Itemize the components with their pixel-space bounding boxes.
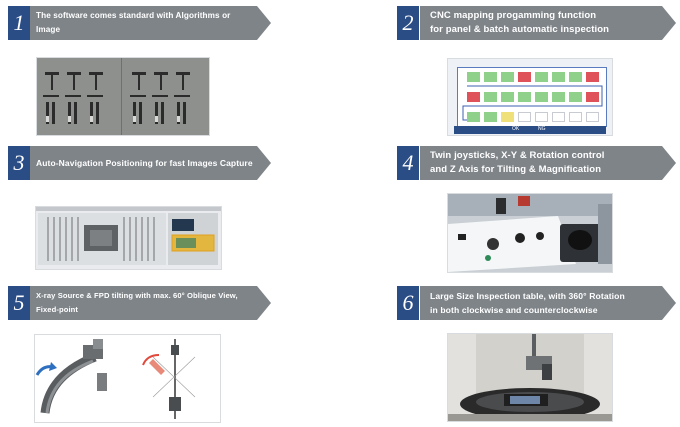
grid-cell-ok	[552, 92, 565, 102]
grid-cell-ok	[535, 92, 548, 102]
feature-number-6: 6	[397, 286, 419, 320]
grid-cell-ok	[501, 72, 514, 82]
feature-banner-4: Twin joysticks, X-Y & Rotation control a…	[420, 146, 676, 180]
feature-number-5: 5	[8, 286, 30, 320]
feature-2-line2: for panel & batch automatic inspection	[430, 24, 610, 35]
grid-cell-pending	[501, 112, 514, 122]
feature-4-line2: and Z Axis for Tilting & Magnification	[430, 164, 602, 175]
xray-component-image	[37, 58, 209, 135]
feature-3-line1: Auto-Navigation Positioning for fast Ima…	[36, 158, 253, 168]
tilting-diagram	[34, 334, 221, 423]
grid-cell-empty	[535, 112, 548, 122]
grid-cell-ok	[552, 72, 565, 82]
feature-number-2: 2	[397, 6, 419, 40]
feature-6-line1: Large Size Inspection table, with 360° R…	[430, 291, 625, 301]
feature-number-3: 3	[8, 146, 30, 180]
inspection-table-photo	[447, 333, 613, 422]
xray-tilt-illustration	[35, 335, 220, 422]
grid-cell-ok	[467, 72, 480, 82]
grid-cell-ok	[484, 72, 497, 82]
feature-banner-3: Auto-Navigation Positioning for fast Ima…	[30, 146, 271, 180]
grid-cell-ok	[484, 92, 497, 102]
cnc-mapping-diagram: OK NG	[447, 58, 613, 136]
grid-cell-empty	[518, 112, 531, 122]
feature-2-line1: CNC mapping progamming function	[430, 10, 597, 21]
grid-cell-ok	[501, 92, 514, 102]
feature-1-line1: The software comes standard with Algorit…	[36, 11, 231, 34]
feature-banner-2: CNC mapping progamming function for pane…	[420, 6, 676, 40]
feature-6-line2: in both clockwise and counterclockwise	[430, 305, 598, 315]
grid-cell-ng	[518, 72, 531, 82]
grid-cell-ng	[586, 92, 599, 102]
feature-banner-5: X-ray Source & FPD tilting with max. 60°…	[30, 286, 271, 320]
grid-cell-ok	[484, 112, 497, 122]
super-resolution-image	[36, 57, 210, 136]
feature-banner-6: Large Size Inspection table, with 360° R…	[420, 286, 676, 320]
legend-ok: OK	[512, 126, 520, 132]
grid-cell-ok	[467, 112, 480, 122]
feature-5-line1: X-ray Source & FPD tilting with max. 60°…	[36, 291, 238, 314]
feature-4-line1: Twin joysticks, X-Y & Rotation control	[430, 150, 605, 161]
grid-cell-empty	[586, 112, 599, 122]
grid-cell-empty	[569, 112, 582, 122]
feature-banner-1: The software comes standard with Algorit…	[30, 6, 271, 40]
joystick-panel-photo	[447, 193, 613, 273]
auto-navigation-screenshot	[35, 206, 222, 270]
rotation-table-image	[448, 334, 612, 421]
navigation-ui-image	[36, 207, 221, 269]
legend-ng: NG	[538, 126, 546, 132]
feature-number-1: 1	[8, 6, 30, 40]
cnc-legend: OK NG	[454, 126, 606, 134]
joystick-control-image	[448, 194, 612, 272]
grid-cell-ok	[518, 92, 531, 102]
scan-path-arrows	[462, 85, 603, 121]
grid-cell-ok	[569, 92, 582, 102]
grid-cell-empty	[552, 112, 565, 122]
grid-cell-ng	[467, 92, 480, 102]
grid-cell-ok	[535, 72, 548, 82]
grid-cell-ng	[586, 72, 599, 82]
grid-cell-ok	[569, 72, 582, 82]
feature-number-4: 4	[397, 146, 419, 180]
cnc-grid	[457, 67, 607, 127]
